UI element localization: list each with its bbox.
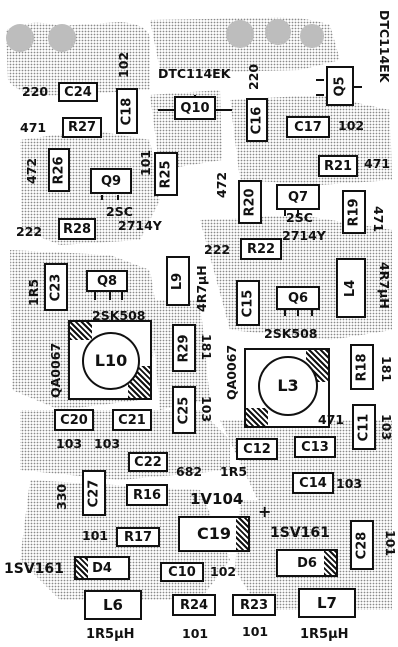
resistor-r28: R28 bbox=[58, 218, 96, 240]
part-label: DTC114EK bbox=[158, 66, 231, 81]
part-label: 2714Y bbox=[282, 228, 326, 243]
transistor-q9: Q9 bbox=[90, 168, 132, 194]
capacitor-c15: C15 bbox=[236, 280, 260, 326]
resistor-r29: R29 bbox=[172, 324, 196, 372]
value-label: 222 bbox=[16, 224, 43, 239]
part-label: 1SV161 bbox=[270, 525, 330, 541]
value-label: 102 bbox=[338, 118, 365, 133]
value-label: 222 bbox=[204, 242, 231, 257]
part-label: 2714Y bbox=[118, 218, 162, 233]
capacitor-c16: C16 bbox=[246, 98, 268, 142]
value-label: 103 bbox=[336, 476, 363, 491]
part-label: QA0067 bbox=[48, 342, 63, 398]
value-label: 102 bbox=[210, 564, 237, 579]
value-label: 101 bbox=[242, 624, 269, 639]
value-label: 1R5μH bbox=[300, 627, 349, 642]
d6-cathode-band bbox=[324, 551, 336, 575]
value-label: 472 bbox=[214, 171, 229, 198]
value-label: 471 bbox=[20, 120, 47, 135]
resistor-r20: R20 bbox=[238, 180, 262, 224]
resistor-r25: R25 bbox=[154, 152, 178, 196]
capacitor-c23: C23 bbox=[44, 263, 68, 311]
inductor-l3: L3 bbox=[258, 356, 318, 416]
d4-cathode-band bbox=[76, 558, 88, 578]
resistor-r23: R23 bbox=[232, 594, 276, 616]
value-label: 103 bbox=[199, 396, 214, 423]
resistor-r22: R22 bbox=[240, 238, 282, 260]
transistor-q7: Q7 bbox=[276, 184, 320, 210]
capacitor-c11: C11 bbox=[352, 404, 376, 450]
value-label: 181 bbox=[199, 334, 214, 361]
value-label: 472 bbox=[24, 157, 39, 184]
value-label: 103 bbox=[379, 414, 394, 441]
part-label: QA0067 bbox=[224, 344, 239, 400]
resistor-r16: R16 bbox=[126, 484, 168, 506]
value-label: 330 bbox=[54, 483, 69, 510]
value-label: 1R5 bbox=[26, 278, 41, 306]
value-label: 4R7μH bbox=[194, 265, 209, 312]
part-label: 2SK508 bbox=[264, 326, 318, 341]
value-label: 471 bbox=[371, 206, 386, 233]
value-label: 220 bbox=[246, 63, 261, 90]
resistor-r27: R27 bbox=[62, 117, 102, 138]
inductor-l4: L4 bbox=[336, 258, 366, 318]
inductor-l9: L9 bbox=[166, 256, 190, 306]
part-label: DTC114EK bbox=[377, 10, 392, 83]
value-label: 101 bbox=[138, 149, 153, 176]
resistor-r26: R26 bbox=[48, 148, 70, 192]
part-label: 2SC bbox=[106, 204, 133, 219]
value-label: 102 bbox=[116, 51, 131, 78]
capacitor-c27: C27 bbox=[82, 470, 106, 516]
capacitor-c21: C21 bbox=[112, 409, 152, 431]
capacitor-c14: C14 bbox=[292, 472, 334, 494]
capacitor-c25: C25 bbox=[172, 386, 196, 434]
transistor-q6: Q6 bbox=[276, 286, 320, 310]
transistor-q10: Q10 bbox=[174, 96, 216, 120]
part-label: 2SC bbox=[286, 210, 313, 225]
value-label: 1R5μH bbox=[86, 627, 135, 642]
part-label: 2SK508 bbox=[92, 308, 146, 323]
capacitor-c20: C20 bbox=[54, 409, 94, 431]
value-label: 101 bbox=[82, 528, 109, 543]
inductor-l6: L6 bbox=[84, 590, 142, 620]
value-label: 471 bbox=[364, 156, 391, 171]
coil-l10-hatch bbox=[70, 322, 92, 340]
c19-polarity-band bbox=[236, 518, 248, 550]
value-label: 101 bbox=[182, 626, 209, 641]
resistor-r21: R21 bbox=[318, 155, 358, 177]
capacitor-c17: C17 bbox=[286, 116, 330, 138]
value-label: 471 bbox=[318, 412, 345, 427]
capacitor-c22: C22 bbox=[128, 452, 168, 472]
resistor-r18: R18 bbox=[350, 344, 374, 390]
value-label: 103 bbox=[94, 436, 121, 451]
capacitor-c18: C18 bbox=[116, 88, 138, 134]
capacitor-c10: C10 bbox=[160, 562, 204, 582]
value-label: 4R7μH bbox=[377, 262, 392, 309]
capacitor-c12: C12 bbox=[236, 438, 278, 460]
capacitor-c13: C13 bbox=[294, 436, 336, 458]
polarity-plus: + bbox=[258, 502, 272, 521]
value-label: 101 bbox=[383, 530, 398, 557]
resistor-r19: R19 bbox=[342, 190, 366, 234]
part-label: 1SV161 bbox=[4, 561, 64, 577]
capacitor-c24: C24 bbox=[58, 82, 98, 102]
part-label: 1V104 bbox=[190, 490, 244, 508]
transistor-q8: Q8 bbox=[86, 270, 128, 292]
inductor-l10: L10 bbox=[82, 332, 140, 390]
value-label: 181 bbox=[379, 356, 394, 383]
value-label: 682 bbox=[176, 464, 203, 479]
value-label: 220 bbox=[22, 84, 49, 99]
resistor-r24: R24 bbox=[172, 594, 216, 616]
value-label: 1R5 bbox=[220, 464, 248, 479]
transistor-q5: Q5 bbox=[326, 66, 354, 106]
resistor-r17: R17 bbox=[116, 527, 160, 547]
inductor-l7: L7 bbox=[298, 588, 356, 618]
value-label: 103 bbox=[56, 436, 83, 451]
coil-l3-hatch bbox=[246, 408, 268, 426]
capacitor-c28: C28 bbox=[350, 520, 374, 570]
